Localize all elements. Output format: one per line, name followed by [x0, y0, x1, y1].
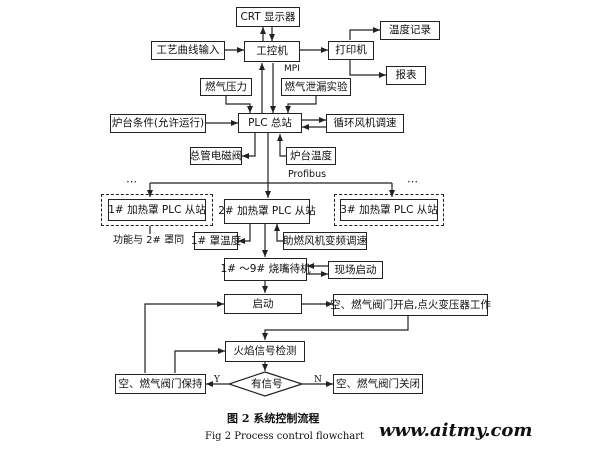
open-valves-box: 空、燃气阀门开启,点火变压器工作 [330, 294, 491, 316]
figure-caption-en: Fig 2 Process control flowchart [205, 431, 365, 442]
same-function-label: 功能与 2# 罩同 [113, 235, 185, 246]
slave1-group [101, 194, 213, 226]
local-start-box: 现场启动 [328, 261, 383, 279]
furnace-condition-box: 炉台条件(允许运行) [110, 114, 206, 133]
temperature-record-box: 温度记录 [380, 21, 440, 40]
burner-standby-box: 1# ～9# 烧嘴待机 [220, 258, 311, 281]
profibus-label: Profibus [288, 169, 327, 180]
no-label: N [314, 375, 322, 385]
main-solenoid-valve-box: 总管电磁阀 [190, 147, 242, 165]
slave3-group [334, 194, 444, 226]
crt-display-box: CRT 显示器 [236, 7, 300, 27]
flame-detect-box: 火焰信号检测 [225, 341, 305, 362]
plc-master-box: PLC 总站 [238, 113, 302, 133]
slave3-plc-box: 3# 加热罩 PLC 从站 [340, 199, 438, 221]
watermark: www.aitmy.com [379, 420, 533, 441]
process-curve-input-box: 工艺曲线输入 [151, 41, 225, 60]
slave1-plc-box: 1# 加热罩 PLC 从站 [108, 199, 206, 221]
mpi-label: MPI [284, 64, 300, 74]
dots-right: ⋯ [407, 175, 418, 188]
ignite-start-box: 启动 [224, 294, 302, 314]
dots-left: ⋯ [126, 175, 137, 188]
industrial-pc-box: 工控机 [244, 41, 300, 62]
gas-leak-test-box: 燃气泄漏实验 [281, 78, 351, 96]
furnace-temperature-box: 炉台温度 [286, 147, 336, 165]
has-signal-text: 有信号 [251, 378, 283, 390]
valves-close-box: 空、燃气阀门关闭 [333, 374, 423, 394]
decision-diamond [227, 371, 304, 397]
slave2-plc-box: 2# 加热罩 PLC 从站 [218, 199, 316, 224]
yes-label: Y [214, 375, 220, 385]
hood1-temperature-box: 1# 罩温度 [191, 232, 241, 250]
printer-box: 打印机 [328, 41, 374, 60]
report-box: 报表 [386, 66, 426, 85]
figure-caption-cn: 图 2 系统控制流程 [227, 412, 320, 425]
circulation-fan-box: 循环风机调速 [326, 114, 404, 133]
valves-hold-box: 空、燃气阀门保持 [115, 374, 206, 394]
gas-pressure-box: 燃气压力 [200, 78, 252, 96]
aux-fan-speed-box: 助燃风机变频调速 [283, 232, 367, 250]
